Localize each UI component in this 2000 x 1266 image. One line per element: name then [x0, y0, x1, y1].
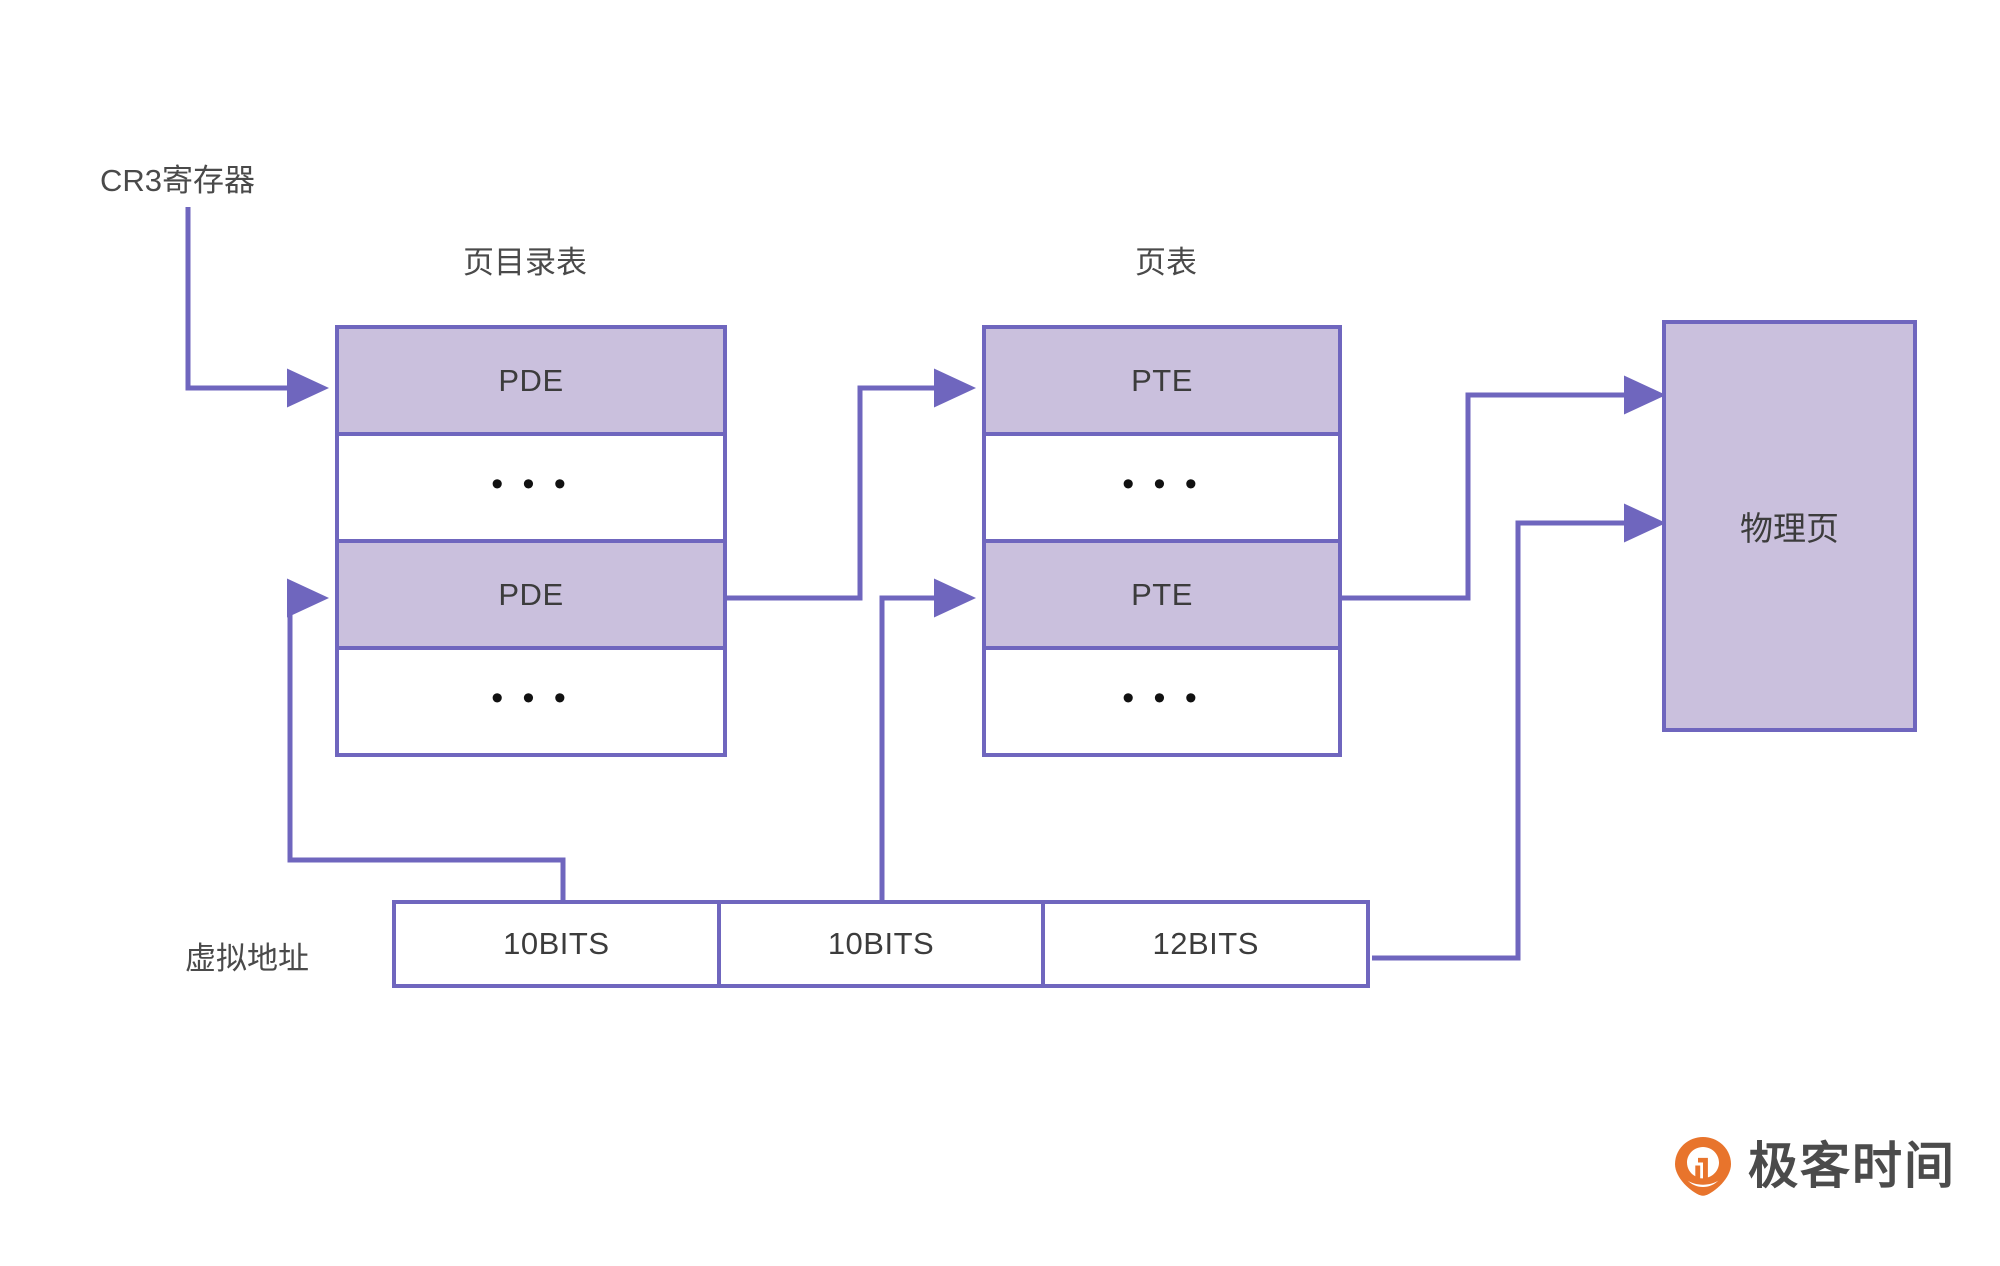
va-segment-label: 12BITS	[1152, 926, 1259, 961]
wire-va2-to-pte3	[879, 578, 977, 900]
cell-label: • • •	[1122, 465, 1202, 503]
geek-time-pin-icon	[1672, 1135, 1734, 1197]
va-segment-offset[interactable]: 12BITS	[1041, 904, 1366, 984]
physical-page-box[interactable]: 物理页	[1662, 320, 1917, 732]
table-row: • • •	[986, 436, 1338, 543]
page-table: PTE • • • PTE • • •	[982, 325, 1342, 757]
va-segment-label: 10BITS	[503, 926, 610, 961]
virtual-address-bar: 10BITS 10BITS 12BITS	[392, 900, 1370, 988]
cell-label: • • •	[491, 465, 571, 503]
cr3-register-label: CR3寄存器	[100, 163, 256, 198]
va-segment-directory-index[interactable]: 10BITS	[396, 904, 717, 984]
wire-cr3-to-pde1	[185, 207, 330, 408]
cell-label: • • •	[1122, 679, 1202, 717]
cell-label: PTE	[1131, 576, 1193, 612]
brand-name: 极客时间	[1748, 1138, 1956, 1194]
cell-label: PTE	[1131, 362, 1193, 398]
cell-label: PDE	[498, 362, 564, 398]
table-row[interactable]: PDE	[339, 329, 723, 436]
cell-label: • • •	[491, 679, 571, 717]
wire-pte3-to-physpage	[1342, 375, 1667, 601]
page-directory-title: 页目录表	[463, 245, 587, 280]
table-row[interactable]: PTE	[986, 543, 1338, 650]
wire-pde3-to-pte1	[727, 368, 977, 601]
va-segment-table-index[interactable]: 10BITS	[716, 904, 1042, 984]
wire-va3-to-physpage	[1372, 503, 1667, 961]
brand-logo: 极客时间	[1672, 1135, 1956, 1197]
virtual-address-label: 虚拟地址	[185, 941, 309, 976]
table-row: • • •	[339, 436, 723, 543]
page-table-title: 页表	[1135, 245, 1197, 280]
table-row[interactable]: PDE	[339, 543, 723, 650]
table-row: • • •	[986, 650, 1338, 753]
va-segment-label: 10BITS	[827, 926, 935, 961]
cell-label: PDE	[498, 576, 564, 612]
physical-page-label: 物理页	[1740, 510, 1839, 547]
table-row[interactable]: PTE	[986, 329, 1338, 436]
page-directory-table: PDE • • • PDE • • •	[335, 325, 727, 757]
table-row: • • •	[339, 650, 723, 753]
